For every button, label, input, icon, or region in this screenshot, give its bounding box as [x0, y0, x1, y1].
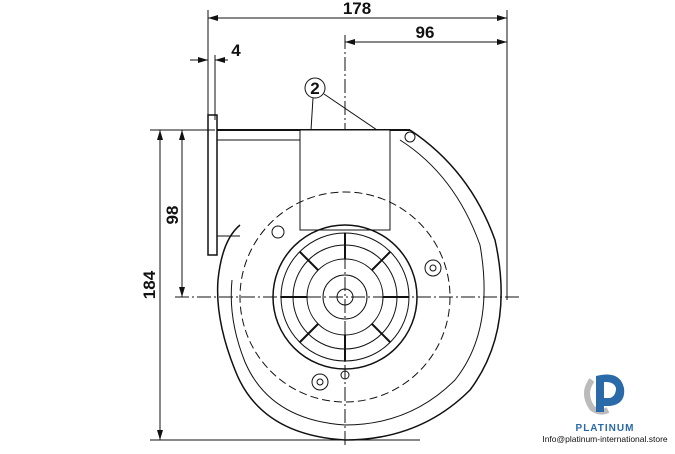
dim-96-label: 96: [416, 23, 435, 42]
dim-4-label: 4: [231, 41, 241, 60]
dimension-labels: 178 96 4 2 98 184: [140, 0, 434, 299]
dim-184-label: 184: [140, 270, 159, 299]
dim-178-label: 178: [343, 0, 371, 18]
dim-98-label: 98: [163, 206, 182, 225]
contact-email: Info@platinum-international.store: [542, 434, 668, 444]
brand-name: PLATINUM: [575, 423, 635, 434]
callout-2-label: 2: [310, 79, 319, 98]
platinum-logo-icon: [584, 374, 625, 415]
platinum-logo: PLATINUM Info@platinum-international.sto…: [540, 368, 670, 444]
